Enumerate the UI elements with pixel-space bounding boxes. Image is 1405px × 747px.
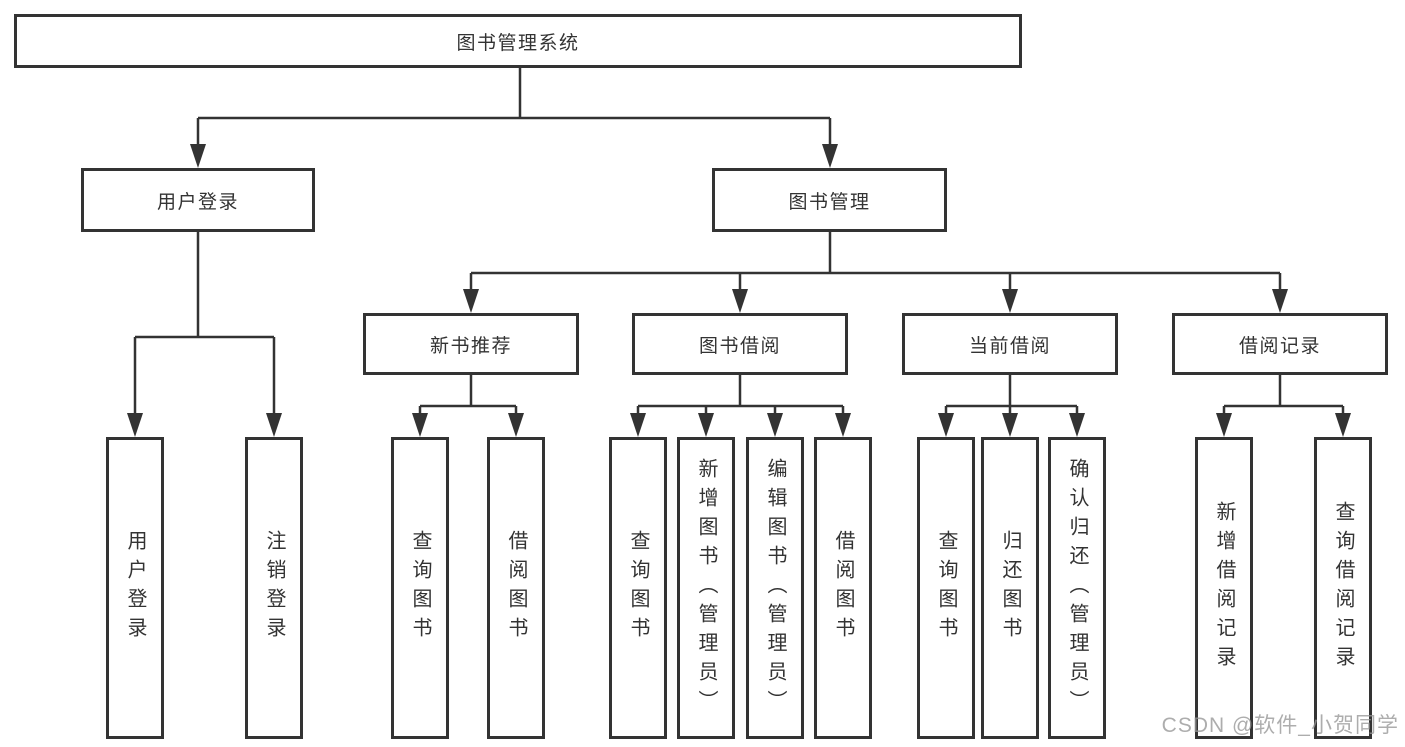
node-label: 图书管理 (788, 191, 871, 213)
leaf-label: 查询图书 (627, 530, 649, 646)
leaf-label: 注销登录 (263, 530, 285, 646)
node-root-system: 图书管理系统 (14, 14, 1022, 68)
leaf-query-books: 查询图书 (609, 437, 667, 739)
leaf-borrow-books-recommend: 借阅图书 (487, 437, 545, 739)
node-label: 当前借阅 (968, 335, 1051, 357)
leaf-label: 用户登录 (124, 530, 146, 646)
node-book-borrow: 图书借阅 (632, 313, 848, 375)
node-user-login: 用户登录 (81, 168, 315, 232)
leaf-label: 查询图书 (409, 530, 431, 646)
leaf-query-books-current: 查询图书 (917, 437, 975, 739)
leaf-edit-books-admin: 编辑图书（管理员） (746, 437, 804, 739)
leaf-borrow-books: 借阅图书 (814, 437, 872, 739)
leaf-label: 编辑图书（管理员） (764, 457, 786, 719)
node-label: 借阅记录 (1238, 335, 1321, 357)
leaf-return-books: 归还图书 (981, 437, 1039, 739)
node-label: 图书借阅 (698, 335, 781, 357)
leaf-label: 新增借阅记录 (1213, 501, 1235, 675)
node-label: 用户登录 (156, 191, 239, 213)
leaf-user-login: 用户登录 (106, 437, 164, 739)
leaf-query-borrow-record: 查询借阅记录 (1314, 437, 1372, 739)
arrowhead-icons (127, 144, 1351, 437)
leaf-label: 查询借阅记录 (1332, 501, 1354, 675)
leaf-query-books-recommend: 查询图书 (391, 437, 449, 739)
leaf-logout: 注销登录 (245, 437, 303, 739)
leaf-label: 查询图书 (935, 530, 957, 646)
leaf-add-books-admin: 新增图书（管理员） (677, 437, 735, 739)
node-label: 图书管理系统 (456, 32, 580, 54)
node-new-book-recommend: 新书推荐 (363, 313, 579, 375)
connector-shafts (133, 68, 1345, 415)
leaf-confirm-return-admin: 确认归还（管理员） (1048, 437, 1106, 739)
leaf-add-borrow-record: 新增借阅记录 (1195, 437, 1253, 739)
leaf-label: 借阅图书 (505, 530, 527, 646)
node-borrow-records: 借阅记录 (1172, 313, 1388, 375)
node-current-borrow: 当前借阅 (902, 313, 1118, 375)
node-book-management: 图书管理 (712, 168, 947, 232)
leaf-label: 新增图书（管理员） (695, 457, 717, 719)
node-label: 新书推荐 (429, 335, 512, 357)
leaf-label: 确认归还（管理员） (1066, 457, 1088, 719)
leaf-label: 借阅图书 (832, 530, 854, 646)
leaf-label: 归还图书 (999, 530, 1021, 646)
